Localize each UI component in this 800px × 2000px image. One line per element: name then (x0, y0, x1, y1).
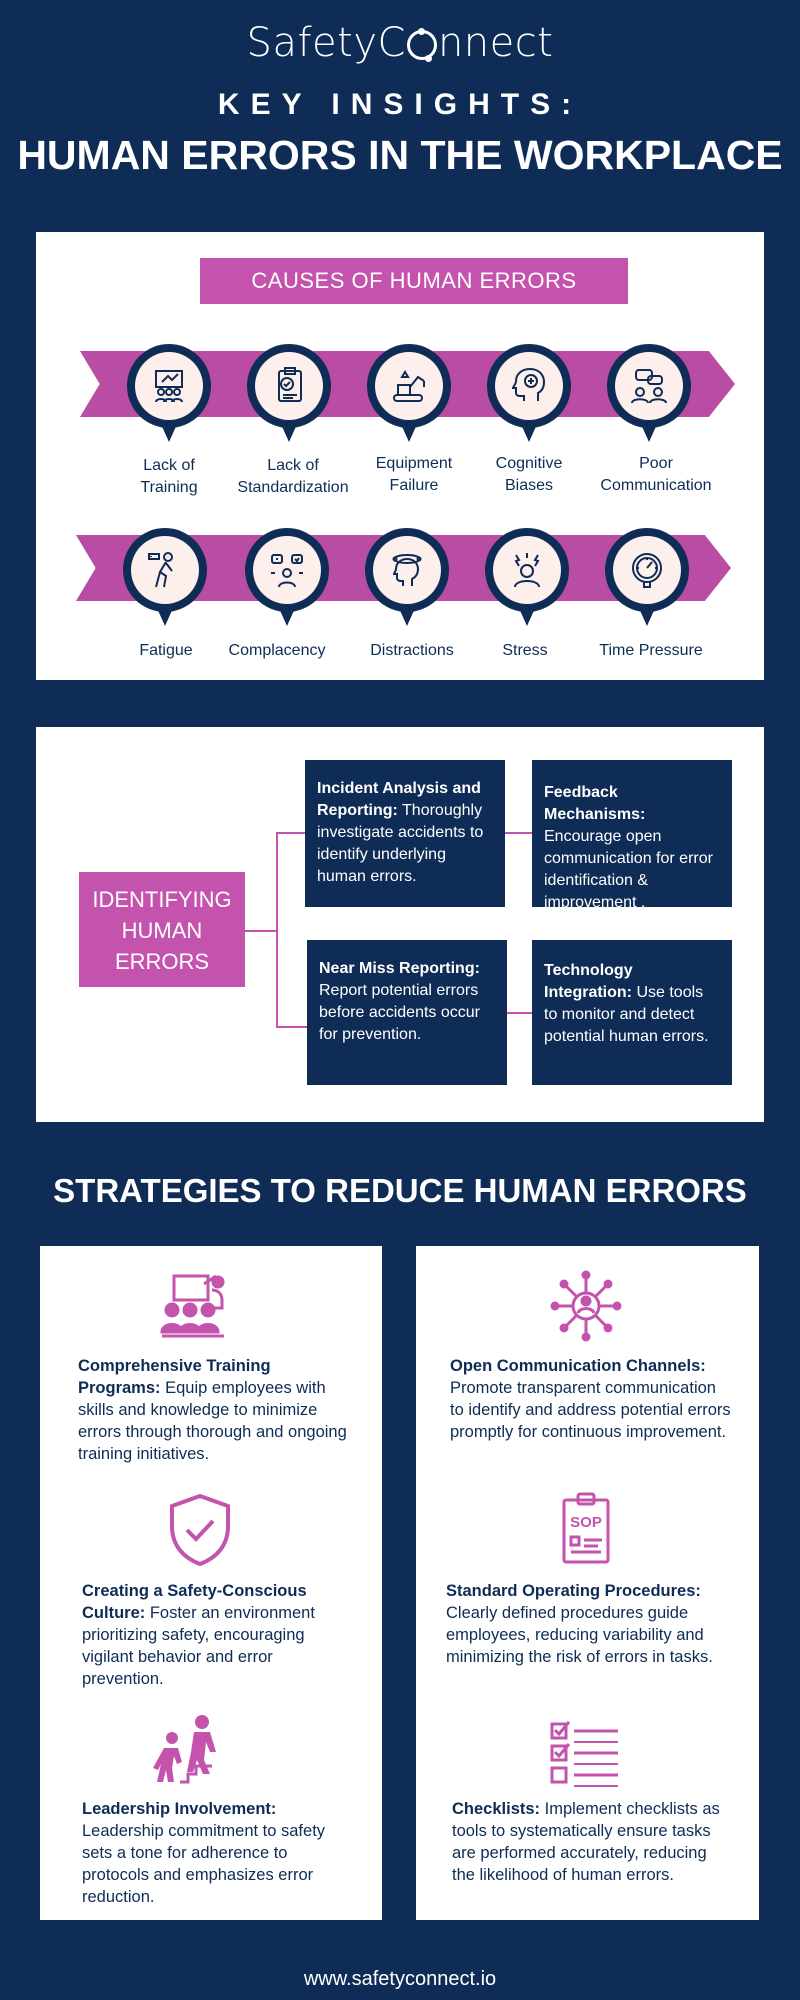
strategies-right-panel (416, 1246, 759, 1920)
standardization-icon (247, 344, 331, 428)
strategies-left-panel (40, 1246, 382, 1920)
cognitive-biases-icon (487, 344, 571, 428)
connector-line (507, 1012, 532, 1014)
cause-label-fatigue: Fatigue (139, 642, 193, 659)
connector-line (276, 832, 278, 1028)
network-icon (546, 1266, 626, 1351)
strategy-leadership-text: Leadership Involvement: Leadership commi… (82, 1800, 326, 1906)
logo-ring-icon (406, 28, 437, 62)
svg-text:SOP: SOP (570, 1514, 602, 1531)
connector-line (276, 832, 306, 834)
strategies-title: STRATEGIES TO REDUCE HUMAN ERRORS (53, 1172, 747, 1209)
equipment-failure-icon (367, 344, 451, 428)
poor-communication-icon (607, 344, 691, 428)
stress-icon (485, 528, 569, 612)
fatigue-icon (123, 528, 207, 612)
logo-text-end: nnect (437, 20, 554, 66)
strategy-checklist-text: Checklists: Implement checklists as tool… (452, 1800, 720, 1884)
cause-label-time-pressure: Time Pressure (599, 642, 703, 659)
distractions-icon (365, 528, 449, 612)
strategy-sop-text: Standard Operating Procedures: Clearly d… (446, 1582, 713, 1666)
kicker-heading: KEY INSIGHTS: (217, 88, 583, 121)
training-program-icon (156, 1266, 236, 1351)
incident-analysis-card: Incident Analysis and Reporting: Thoroug… (305, 760, 505, 907)
training-icon (127, 344, 211, 428)
near-miss-card: Near Miss Reporting: Report potential er… (307, 940, 507, 1085)
footer-url[interactable]: www.safetyconnect.io (303, 1968, 497, 1990)
connector-line (245, 930, 277, 932)
time-pressure-icon (605, 528, 689, 612)
strategy-culture-text: Creating a Safety-Conscious Culture: Fos… (82, 1582, 315, 1688)
technology-integration-card: Technology Integration: Use tools to mon… (532, 940, 732, 1085)
connector-line (505, 832, 532, 834)
connector-line (276, 1026, 308, 1028)
page-title: HUMAN ERRORS IN THE WORKPLACE (17, 132, 783, 178)
strategy-communication-text: Open Communication Channels: Promote tra… (450, 1357, 731, 1441)
leadership-icon (150, 1710, 230, 1795)
feedback-mechanisms-card: Feedback Mechanisms: Encourage open comm… (532, 760, 732, 911)
checklist-icon (546, 1718, 626, 1803)
shield-check-icon (160, 1490, 240, 1575)
sop-icon: SOP (546, 1490, 626, 1575)
cause-label-distractions: Distractions (370, 642, 454, 659)
logo-text-start: SafetyC (246, 20, 406, 66)
strategy-training-text: Comprehensive Training Programs: Equip e… (78, 1357, 347, 1463)
logo: SafetyC nnect (0, 20, 800, 66)
causes-title: CAUSES OF HUMAN ERRORS (200, 258, 628, 304)
cause-label-complacency: Complacency (228, 642, 326, 659)
cause-label-stress: Stress (502, 642, 548, 659)
complacency-icon (245, 528, 329, 612)
